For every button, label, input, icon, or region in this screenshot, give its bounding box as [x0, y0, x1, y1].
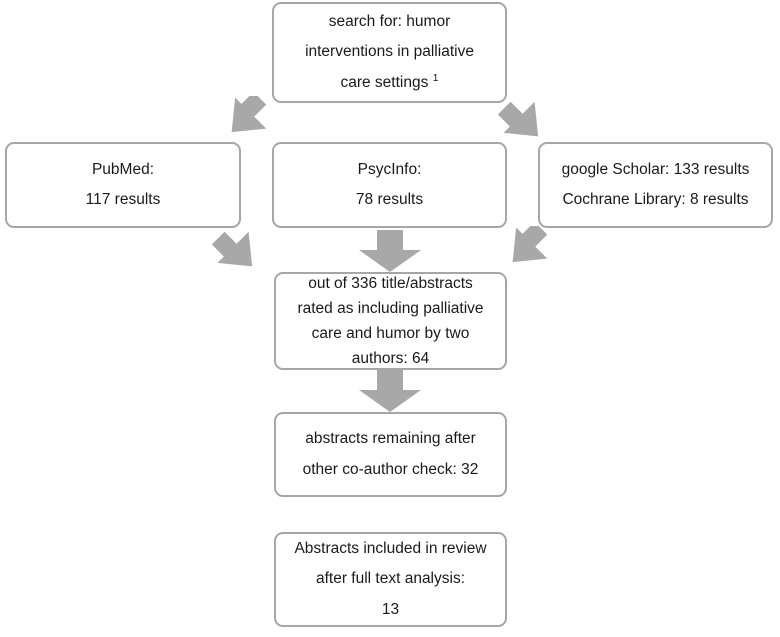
search-query-line-1: search for: humor	[328, 13, 451, 31]
title-abstract-line-1: out of 336 title/abstracts	[308, 274, 473, 292]
search-query-line-2: interventions in palliative	[305, 43, 474, 61]
co-author-check-line-2: other co-author check: 32	[302, 460, 479, 478]
psycinfo-count: 78 results	[355, 191, 424, 208]
cochrane-library-count: Cochrane Library: 8 results	[562, 191, 749, 208]
search-query-line-3: care settings 1	[340, 68, 438, 98]
arrow-titleabs-down	[355, 368, 425, 414]
title-abstract-line-4: authors: 64	[351, 350, 430, 368]
search-query-box: search for: humor interventions in palli…	[272, 2, 507, 103]
pubmed-label: PubMed:	[91, 160, 155, 178]
google-scholar-count: google Scholar: 133 results	[561, 160, 750, 178]
arrow-psycinfo-down	[355, 228, 425, 274]
search-query-line-3-text: care settings	[340, 73, 429, 91]
pubmed-results-box: PubMed: 117 results	[5, 142, 241, 228]
title-abstract-line-2: rated as including palliative	[297, 299, 484, 317]
title-abstract-screening-box: out of 336 title/abstracts rated as incl…	[274, 272, 507, 370]
other-sources-results-box: google Scholar: 133 results Cochrane Lib…	[538, 142, 773, 228]
title-abstract-line-3: care and humor by two	[311, 325, 470, 342]
psycinfo-results-box: PsycInfo: 78 results	[272, 142, 507, 228]
pubmed-count: 117 results	[85, 191, 161, 208]
included-in-review-line-1: Abstracts included in review	[294, 540, 487, 558]
arrow-pubmed-to-titleabs	[212, 226, 272, 282]
included-in-review-count: 13	[381, 600, 400, 618]
arrow-search-to-other	[498, 96, 554, 148]
included-in-review-line-2: after full text analysis:	[315, 570, 466, 588]
psycinfo-label: PsycInfo:	[357, 160, 422, 178]
co-author-check-line-1: abstracts remaining after	[305, 430, 476, 448]
arrow-search-to-pubmed	[224, 96, 280, 148]
footnote-marker: 1	[432, 71, 439, 84]
arrow-other-to-titleabs	[505, 226, 565, 282]
included-in-review-box: Abstracts included in review after full …	[274, 532, 507, 627]
co-author-check-box: abstracts remaining after other co-autho…	[274, 412, 507, 497]
